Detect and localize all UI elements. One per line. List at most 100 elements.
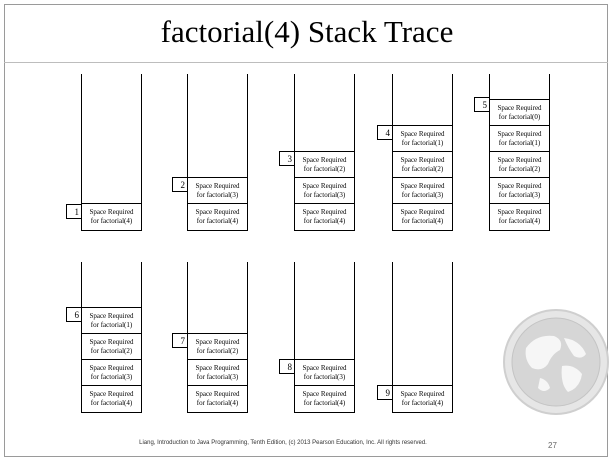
- stack-step-6: Space Required for factorial(1) Space Re…: [81, 262, 142, 413]
- stack-step-1: Space Required for factorial(4): [81, 74, 142, 231]
- stack-step-5: Space Required for factorial(0) Space Re…: [489, 74, 550, 231]
- frame-label: for factorial(1): [401, 139, 444, 147]
- stack-frame: Space Required for factorial(2): [393, 151, 452, 178]
- stack-frame: Space Required for factorial(0): [490, 99, 549, 126]
- stack-step-2: Space Required for factorial(3) Space Re…: [187, 74, 248, 231]
- stack-step-3: Space Required for factorial(2) Space Re…: [294, 74, 355, 231]
- frame-header: Space Required: [497, 156, 542, 164]
- stack-frame: Space Required for factorial(4): [188, 203, 247, 230]
- stack-frame: Space Required for factorial(4): [295, 203, 354, 230]
- frame-label: for factorial(3): [90, 373, 133, 381]
- stack-frame: Space Required for factorial(4): [393, 203, 452, 230]
- frame-header: Space Required: [302, 364, 347, 372]
- frame-label: for factorial(4): [303, 217, 346, 225]
- frame-header: Space Required: [302, 182, 347, 190]
- stack-frame: Space Required for factorial(2): [188, 333, 247, 360]
- stack-frame: Space Required for factorial(3): [393, 177, 452, 204]
- slide-border: [4, 4, 608, 457]
- stack-frame: Space Required for factorial(3): [295, 359, 354, 386]
- frame-header: Space Required: [400, 208, 445, 216]
- stack-frame: Space Required for factorial(3): [490, 177, 549, 204]
- step-number: 4: [377, 125, 392, 140]
- step-number: 2: [172, 177, 187, 192]
- frame-label: for factorial(2): [196, 347, 239, 355]
- stack-frame: Space Required for factorial(3): [295, 177, 354, 204]
- stack-frame: Space Required for factorial(3): [82, 359, 141, 386]
- frame-header: Space Required: [497, 130, 542, 138]
- frame-label: for factorial(3): [303, 373, 346, 381]
- frame-label: for factorial(4): [90, 399, 133, 407]
- frame-label: for factorial(4): [196, 399, 239, 407]
- frame-label: for factorial(4): [196, 217, 239, 225]
- frame-header: Space Required: [302, 390, 347, 398]
- stack-frame: Space Required for factorial(4): [490, 203, 549, 230]
- frame-header: Space Required: [195, 182, 240, 190]
- frame-header: Space Required: [400, 182, 445, 190]
- step-number: 7: [172, 333, 187, 348]
- stack-frame: Space Required for factorial(2): [295, 151, 354, 178]
- step-number: 5: [474, 97, 489, 112]
- frame-header: Space Required: [195, 208, 240, 216]
- frame-label: for factorial(1): [90, 321, 133, 329]
- frame-label: for factorial(4): [401, 399, 444, 407]
- stack-frame: Space Required for factorial(2): [82, 333, 141, 360]
- frame-label: for factorial(3): [401, 191, 444, 199]
- stack-frame: Space Required for factorial(4): [188, 385, 247, 412]
- frame-label: for factorial(4): [90, 217, 133, 225]
- slide-title: factorial(4) Stack Trace: [160, 14, 454, 49]
- stack-step-9: Space Required for factorial(4): [392, 262, 453, 413]
- step-number: 1: [66, 204, 81, 219]
- frame-label: for factorial(4): [498, 217, 541, 225]
- frame-header: Space Required: [497, 104, 542, 112]
- frame-header: Space Required: [195, 338, 240, 346]
- frame-label: for factorial(3): [196, 191, 239, 199]
- page-number: 27: [548, 441, 557, 450]
- stack-frame: Space Required for factorial(2): [490, 151, 549, 178]
- stack-step-7: Space Required for factorial(2) Space Re…: [187, 262, 248, 413]
- stack-frame: Space Required for factorial(4): [82, 385, 141, 412]
- stack-frame: Space Required for factorial(4): [295, 385, 354, 412]
- stack-frame: Space Required for factorial(4): [82, 203, 141, 230]
- stack-frame: Space Required for factorial(1): [393, 125, 452, 152]
- frame-label: for factorial(2): [90, 347, 133, 355]
- frame-label: for factorial(3): [303, 191, 346, 199]
- frame-header: Space Required: [89, 208, 134, 216]
- frame-header: Space Required: [89, 312, 134, 320]
- globe-icon: [503, 309, 609, 415]
- frame-label: for factorial(2): [401, 165, 444, 173]
- frame-header: Space Required: [302, 208, 347, 216]
- frame-label: for factorial(1): [498, 139, 541, 147]
- frame-label: for factorial(4): [303, 399, 346, 407]
- stack-frame: Space Required for factorial(1): [82, 307, 141, 334]
- frame-header: Space Required: [89, 338, 134, 346]
- frame-header: Space Required: [497, 182, 542, 190]
- frame-header: Space Required: [302, 156, 347, 164]
- frame-header: Space Required: [400, 156, 445, 164]
- step-number: 8: [279, 359, 294, 374]
- frame-label: for factorial(2): [303, 165, 346, 173]
- frame-header: Space Required: [400, 130, 445, 138]
- stack-step-8: Space Required for factorial(3) Space Re…: [294, 262, 355, 413]
- step-number: 6: [66, 307, 81, 322]
- frame-label: for factorial(3): [196, 373, 239, 381]
- title-divider: [4, 62, 608, 63]
- stack-frame: Space Required for factorial(4): [393, 385, 452, 412]
- frame-label: for factorial(4): [401, 217, 444, 225]
- step-number: 3: [279, 151, 294, 166]
- stack-frame: Space Required for factorial(3): [188, 177, 247, 204]
- slide-footer: Liang, Introduction to Java Programming,…: [139, 440, 427, 446]
- frame-header: Space Required: [89, 364, 134, 372]
- stack-frame: Space Required for factorial(3): [188, 359, 247, 386]
- step-number: 9: [377, 385, 392, 400]
- frame-header: Space Required: [195, 364, 240, 372]
- frame-label: for factorial(3): [498, 191, 541, 199]
- frame-header: Space Required: [400, 390, 445, 398]
- frame-label: for factorial(2): [498, 165, 541, 173]
- frame-header: Space Required: [89, 390, 134, 398]
- frame-header: Space Required: [195, 390, 240, 398]
- stack-frame: Space Required for factorial(1): [490, 125, 549, 152]
- stack-step-4: Space Required for factorial(1) Space Re…: [392, 74, 453, 231]
- frame-header: Space Required: [497, 208, 542, 216]
- frame-label: for factorial(0): [498, 113, 541, 121]
